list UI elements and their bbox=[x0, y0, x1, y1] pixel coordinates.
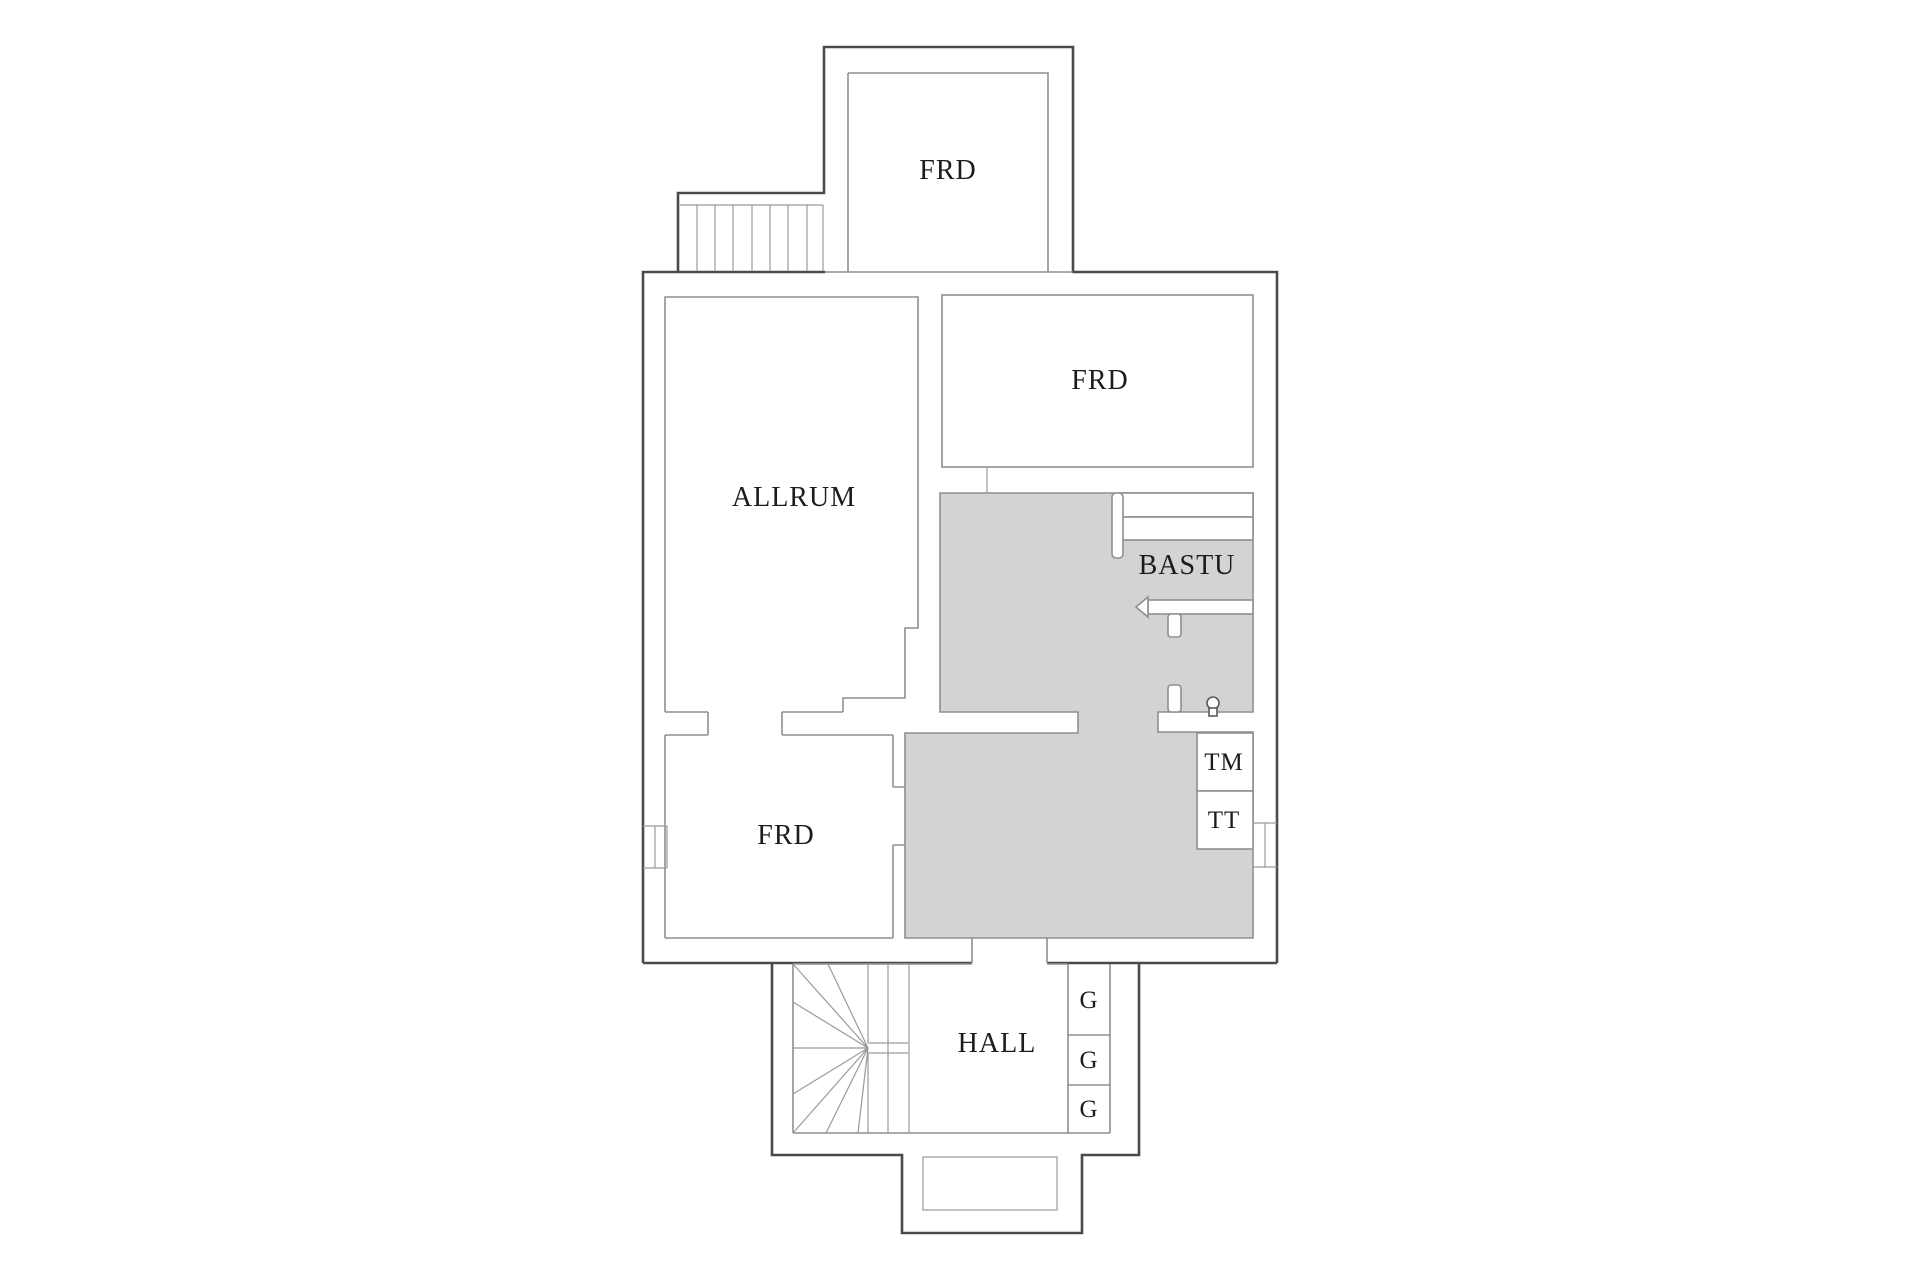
wardrobe-cabinets bbox=[1067, 964, 1110, 1133]
room-label-bastu: BASTU bbox=[1139, 550, 1236, 581]
winder-staircase bbox=[792, 963, 910, 1134]
frd-bottom-room bbox=[664, 734, 905, 939]
allrum-room bbox=[664, 296, 919, 735]
label-wardrobe-3: G bbox=[1079, 1096, 1098, 1123]
window-symbol-left bbox=[643, 825, 668, 869]
top-frd-room bbox=[825, 72, 1073, 273]
room-label-frd-bottom: FRD bbox=[757, 820, 814, 851]
dryer-box bbox=[1196, 790, 1254, 850]
room-label-hall: HALL bbox=[958, 1028, 1037, 1059]
room-label-frd-top: FRD bbox=[919, 155, 976, 186]
washing-machine-box bbox=[1196, 732, 1254, 792]
outer-wall-main bbox=[641, 270, 825, 963]
sauna-heater-icon bbox=[1206, 696, 1220, 717]
sauna-benches bbox=[1121, 492, 1254, 541]
sauna-door bbox=[1134, 595, 1254, 638]
upper-staircase bbox=[680, 204, 824, 271]
door-leaf bbox=[1111, 492, 1124, 559]
frd-right-room bbox=[941, 294, 1254, 493]
label-wardrobe-2: G bbox=[1079, 1047, 1098, 1074]
hall-doorway-jambs bbox=[971, 938, 1048, 963]
outer-wall-hall-extension bbox=[770, 963, 1141, 1235]
window-symbol-right bbox=[1252, 822, 1277, 868]
label-wardrobe-1: G bbox=[1079, 987, 1098, 1014]
inner-door-leaf bbox=[1167, 684, 1182, 713]
room-label-allrum: ALLRUM bbox=[732, 482, 856, 513]
outer-wall-top-extension bbox=[676, 45, 1279, 963]
room-label-frd-right: FRD bbox=[1071, 365, 1128, 396]
entry-porch-platform bbox=[922, 1156, 1058, 1211]
label-dryer: TT bbox=[1208, 807, 1241, 834]
label-washing-machine: TM bbox=[1204, 749, 1244, 776]
